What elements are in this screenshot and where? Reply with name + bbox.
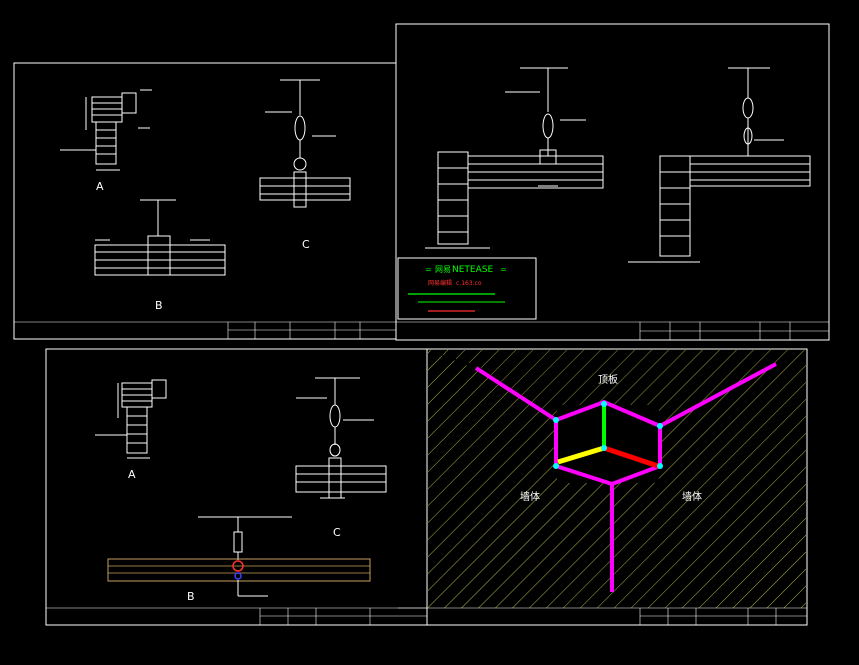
hatch-area	[428, 350, 806, 608]
label-wall-right: 墙体	[682, 490, 702, 503]
watermark-stamp: 网易 NETEASE = = 网易 编辑 c.163.co	[397, 257, 537, 320]
svg-text:=: =	[425, 265, 432, 274]
label-wall-left: 墙体	[520, 490, 540, 503]
detail-label-a: A	[128, 468, 136, 481]
detail-label-b: B	[155, 299, 163, 312]
stamp-brand: NETEASE	[452, 265, 493, 275]
sheet-top-right: 网易 NETEASE = = 网易 编辑 c.163.co	[395, 23, 830, 341]
stamp-line1-a: 网易	[428, 280, 440, 287]
detail-a-drawing	[60, 89, 152, 171]
wall-slab-detail	[425, 67, 604, 249]
sheet-bottom-right: 顶板 墙体 墙体	[426, 348, 808, 626]
label-top-slab: 顶板	[598, 373, 618, 386]
detail-a-drawing	[95, 379, 167, 459]
detail-b-drawing	[107, 516, 371, 597]
detail-label-a: A	[96, 180, 104, 193]
title-block	[46, 607, 427, 625]
detail-c-drawing	[259, 79, 351, 208]
detail-label-c: C	[333, 526, 341, 539]
detail-b-drawing	[94, 199, 226, 276]
corner-junction	[474, 362, 777, 592]
detail-c-drawing	[295, 377, 387, 499]
sheet-top-left: A B C	[13, 62, 397, 340]
title-block	[14, 321, 396, 339]
detail-label-c: C	[302, 238, 310, 251]
stamp-line1-c: c.163.co	[456, 280, 482, 287]
title-block	[396, 321, 829, 340]
stamp-line1-b: 编辑	[440, 279, 452, 287]
stamp-logo: 网易	[435, 265, 451, 274]
sheet-bottom-left: A B C	[45, 348, 428, 626]
title-block	[427, 607, 807, 625]
wall-slab-detail-2	[628, 67, 811, 263]
detail-label-b: B	[187, 590, 195, 603]
svg-text:=: =	[500, 265, 507, 274]
